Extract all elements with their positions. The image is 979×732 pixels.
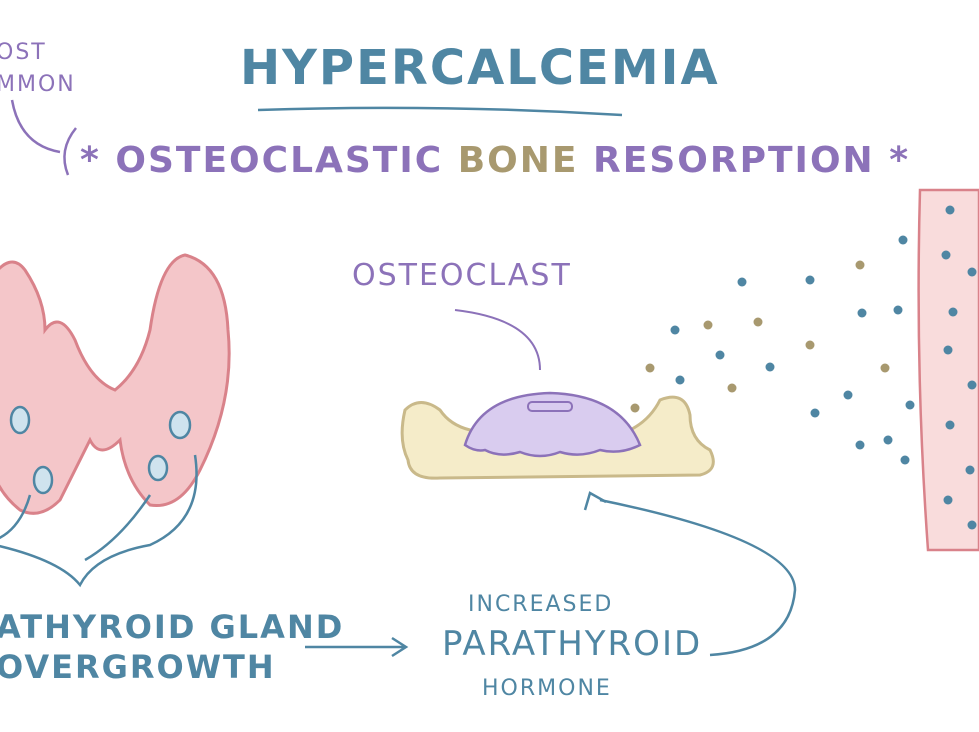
ion-dot <box>945 205 955 215</box>
ion-dot <box>967 380 977 390</box>
ion-dot <box>967 267 977 277</box>
ion-dot <box>943 495 953 505</box>
ion-dot <box>905 400 915 410</box>
subtitle-resorption: RESORPTION <box>593 140 875 181</box>
ion-dot <box>880 363 890 373</box>
subtitle: * OSTEOCLASTIC BONE RESORPTION * <box>80 140 910 181</box>
note-text-2: MMON <box>0 72 76 97</box>
ion-dot <box>645 363 655 373</box>
page-title: HYPERCALCEMIA <box>240 40 720 96</box>
ion-dot <box>941 250 951 260</box>
ion-dot <box>855 260 865 270</box>
gland-label-2: OVERGROWTH <box>0 648 276 686</box>
ion-dot <box>967 520 977 530</box>
ion-dot <box>805 340 815 350</box>
ion-dot <box>810 408 820 418</box>
blood-vessel <box>917 188 979 552</box>
gland-pointer-lines <box>0 454 198 588</box>
ion-dot <box>727 383 737 393</box>
star-right: * <box>889 140 911 181</box>
osteoclast-cell <box>463 391 642 458</box>
ion-dot <box>898 235 908 245</box>
ion-dot <box>948 307 958 317</box>
ion-dot <box>670 325 680 335</box>
note-text-1: OST <box>0 40 47 65</box>
hormone-label-1: INCREASED <box>468 592 614 617</box>
curved-arrow-icon <box>599 498 797 657</box>
note-pointer-line <box>10 99 61 154</box>
ion-dot <box>843 390 853 400</box>
osteoclast-pointer <box>454 309 541 371</box>
ion-dot <box>893 305 903 315</box>
star-left: * <box>80 140 101 181</box>
brace <box>63 127 77 176</box>
gland-label-1: ATHYROID GLAND <box>0 608 345 646</box>
ion-dot <box>857 308 867 318</box>
ion-dot <box>703 320 713 330</box>
calcium-ions <box>630 205 977 530</box>
title-underline <box>257 106 623 117</box>
osteoclast-label: OSTEOCLAST <box>352 258 572 293</box>
subtitle-osteoclastic: OSTEOCLASTIC <box>115 140 444 181</box>
ion-dot <box>855 440 865 450</box>
ion-dot <box>765 362 775 372</box>
subtitle-bone: BONE <box>457 140 579 181</box>
ion-dot <box>943 345 953 355</box>
ion-dot <box>630 403 640 413</box>
ion-dot <box>883 435 893 445</box>
ion-dot <box>737 277 747 287</box>
arrow-right-icon <box>305 636 409 658</box>
ion-dot <box>900 455 910 465</box>
hormone-label-3: HORMONE <box>482 676 612 701</box>
hormone-label-2: PARATHYROID <box>442 624 703 664</box>
ion-dot <box>675 375 685 385</box>
ion-dot <box>753 317 763 327</box>
ion-dot <box>805 275 815 285</box>
ion-dot <box>965 465 975 475</box>
ion-dot <box>945 420 955 430</box>
thyroid-gland <box>0 253 231 515</box>
ion-dot <box>715 350 725 360</box>
